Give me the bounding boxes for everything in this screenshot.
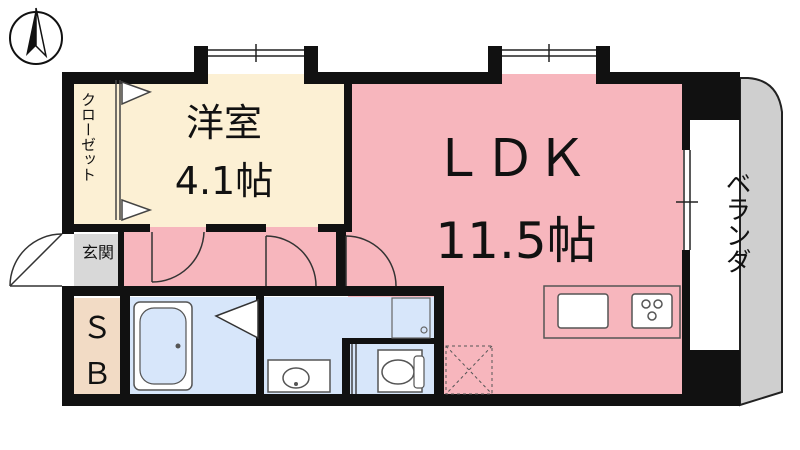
balcony bbox=[739, 77, 783, 407]
hallway-floor bbox=[122, 227, 350, 289]
entrance-label: 玄関 bbox=[82, 243, 114, 262]
washing-machine-space bbox=[391, 297, 431, 339]
ldk-size: 11.5帖 bbox=[435, 212, 596, 270]
sink-icon bbox=[557, 293, 609, 329]
entrance-floor bbox=[74, 234, 122, 288]
windows bbox=[208, 44, 698, 250]
closet-label: クローゼット bbox=[79, 92, 97, 182]
ldk-name: ＬＤＫ bbox=[432, 129, 588, 189]
north-compass-icon bbox=[9, 7, 63, 65]
toilet-door bbox=[351, 344, 357, 394]
walls bbox=[62, 46, 740, 406]
refrigerator-space bbox=[445, 345, 493, 395]
washbasin-icon bbox=[267, 359, 331, 393]
closet-floor bbox=[74, 74, 114, 222]
balcony-label: ベランダ bbox=[721, 170, 751, 274]
western-room-name: 洋室 bbox=[186, 101, 262, 145]
doors bbox=[9, 231, 397, 340]
bathtub-icon bbox=[133, 301, 193, 391]
stove-icon bbox=[631, 293, 673, 329]
storage-label-s: Ｓ bbox=[82, 311, 112, 346]
kitchen-counter bbox=[543, 285, 681, 339]
closet bbox=[115, 80, 153, 222]
storage-floor bbox=[74, 298, 120, 394]
western-room-size: 4.1帖 bbox=[175, 159, 273, 203]
storage-label-b: Ｂ bbox=[82, 357, 112, 392]
toilet-icon bbox=[377, 349, 425, 393]
